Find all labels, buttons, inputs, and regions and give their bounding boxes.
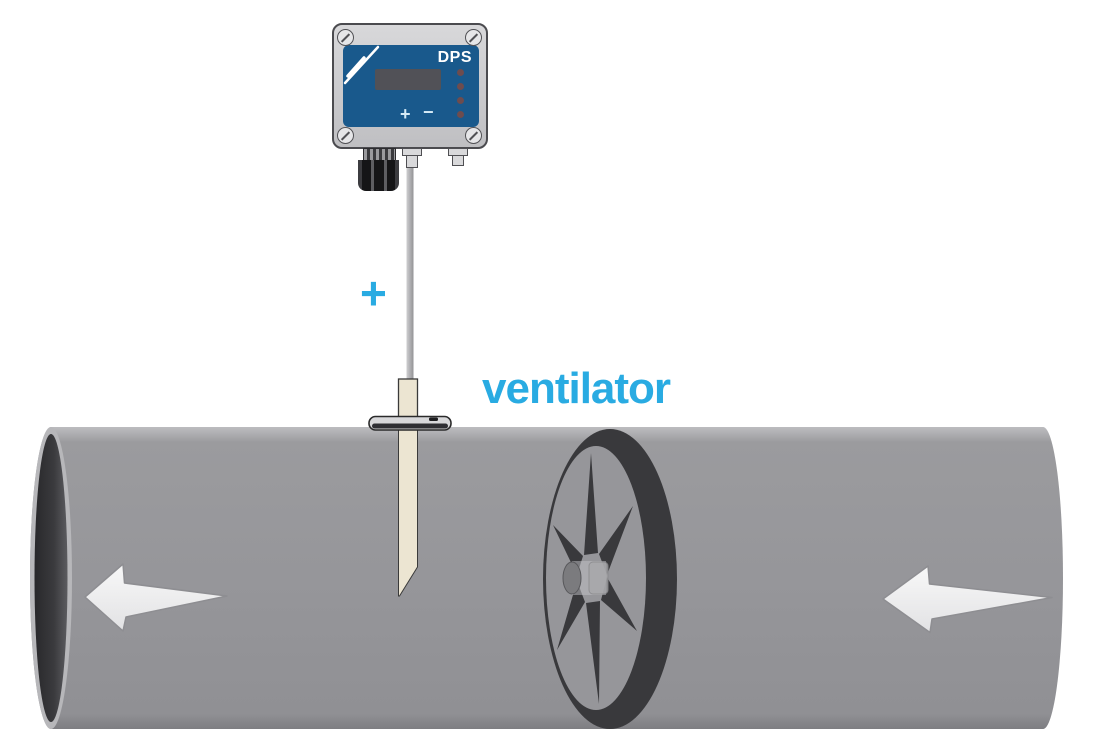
- probe-tip: [398, 426, 418, 597]
- ventilator-label: ventilator: [482, 364, 671, 413]
- airflow-arrow-right: [882, 565, 1053, 634]
- led-indicator: [457, 83, 464, 90]
- pitot-probe: [368, 378, 452, 597]
- cable-gland: [358, 160, 399, 191]
- led-indicator: [457, 111, 464, 118]
- fan: [543, 429, 677, 729]
- led-indicator: [457, 69, 464, 76]
- probe-plus-label: +: [360, 267, 387, 319]
- logo-slash-icon: [343, 45, 380, 85]
- pressure-port-plus-stem: [406, 155, 418, 168]
- pressure-port-minus-stem: [452, 155, 464, 166]
- screw-icon: [337, 29, 354, 46]
- screw-icon: [465, 29, 482, 46]
- device-plus-label: +: [400, 104, 411, 124]
- model-label: DPS: [437, 49, 472, 66]
- airflow-arrow-left: [84, 563, 228, 632]
- device-minus-label: −: [423, 102, 434, 122]
- transmitter-faceplate: DPS + −: [343, 45, 479, 127]
- duct-opening: [30, 427, 72, 729]
- pressure-tube: [406, 166, 414, 381]
- led-indicator: [457, 97, 464, 104]
- screw-icon: [465, 127, 482, 144]
- lcd-display: [375, 69, 441, 90]
- fan-blades-icon: [553, 453, 637, 704]
- mounting-flange: [368, 415, 452, 431]
- fan-hub: [562, 561, 609, 595]
- screw-icon: [337, 127, 354, 144]
